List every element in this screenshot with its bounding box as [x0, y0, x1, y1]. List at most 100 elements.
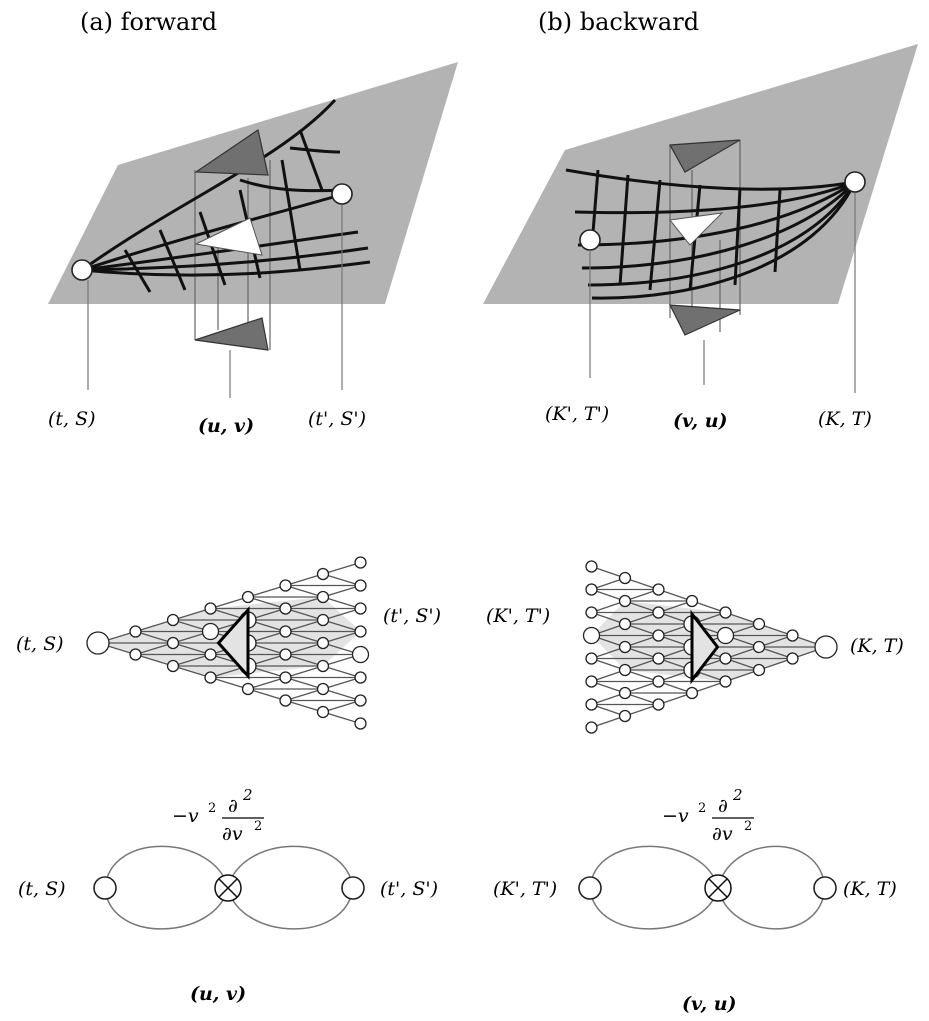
backward-vertex-icon [704, 874, 732, 902]
lattice-edge [322, 619, 361, 633]
backward-lattice: (K', T') (K, T) [486, 560, 904, 734]
backward-lattice-nodes [582, 560, 838, 734]
lattice-edge [135, 653, 174, 667]
lattice-node [719, 675, 732, 688]
lattice-edge [322, 607, 361, 621]
backward-end-node [844, 171, 866, 193]
backward-leader-lines [589, 193, 856, 393]
lattice-edge [285, 688, 324, 702]
forward-lattice-label-start: (t, S) [16, 633, 64, 655]
lattice-edge [285, 619, 324, 633]
backward-lattice-label-start: (K', T') [486, 605, 550, 627]
lattice-node [129, 625, 142, 638]
forward-operator-coef-exp: 2 [208, 801, 216, 816]
lattice-edge [247, 676, 286, 690]
forward-loop-label-end: (t', S') [380, 878, 438, 900]
lattice-node [585, 721, 598, 734]
forward-loop-end-node [341, 876, 365, 900]
lattice-node [316, 682, 330, 696]
lattice-node [618, 594, 632, 608]
lattice-node [279, 579, 292, 592]
lattice-node [719, 652, 732, 665]
lattice-node [585, 606, 598, 619]
forward-label-mid: (u, v) [198, 415, 254, 437]
forward-loop-start-node [93, 876, 117, 900]
backward-loop-label-end: (K, T) [843, 878, 897, 900]
backward-top-triangle [669, 139, 741, 173]
lattice-node [166, 659, 180, 673]
lattice-edge [322, 688, 361, 702]
lattice-node [279, 694, 292, 707]
forward-vertex-icon [214, 874, 242, 902]
forward-end-node [331, 183, 353, 205]
lattice-node [585, 583, 598, 596]
lattice-node [752, 617, 766, 631]
lattice-node [618, 663, 632, 677]
forward-label-end: (t', S') [308, 408, 366, 430]
lattice-node [618, 686, 632, 700]
lattice-node [316, 567, 330, 581]
lattice-node [204, 648, 217, 661]
backward-left-loop [589, 845, 719, 930]
lattice-node [279, 648, 292, 661]
lattice-node [166, 613, 180, 627]
lattice-node [354, 556, 367, 569]
lattice-node [354, 694, 367, 707]
backward-loop-start-node [578, 876, 602, 900]
lattice-edge [322, 699, 361, 713]
lattice-node [354, 671, 367, 684]
forward-right-loop [227, 845, 354, 930]
lattice-node [618, 571, 632, 585]
lattice-edge [285, 676, 324, 690]
lattice-node [351, 645, 370, 664]
forward-lattice-label-end: (t', S') [383, 605, 441, 627]
lattice-edge [285, 665, 324, 679]
forward-leader-lines [87, 205, 343, 398]
lattice-edge [172, 653, 211, 667]
backward-loop-end-node [813, 876, 837, 900]
backward-stencil-triangle [690, 609, 720, 685]
lattice-edge [285, 699, 324, 713]
backward-operator-den-exp: 2 [744, 819, 752, 834]
lattice-node [652, 675, 665, 688]
lattice-node [201, 622, 220, 641]
forward-stencil-triangle [216, 606, 250, 680]
lattice-node [652, 606, 665, 619]
lattice-node [582, 626, 601, 645]
lattice-edge [210, 676, 249, 690]
backward-operator-den: ∂v [712, 823, 733, 845]
lattice-node [204, 671, 217, 684]
lattice-node [719, 606, 732, 619]
lattice-edge [322, 630, 361, 644]
forward-left-loop [104, 845, 229, 930]
lattice-edge [322, 596, 361, 610]
lattice-node [585, 652, 598, 665]
backward-start-node [579, 229, 601, 251]
lattice-edge [322, 584, 361, 598]
forward-bottom-triangle [194, 317, 269, 351]
backward-white-triangle [669, 212, 724, 246]
lattice-node [279, 625, 292, 638]
lattice-node [241, 590, 255, 604]
forward-white-triangle [194, 217, 263, 256]
forward-lattice: (t, S) (t', S') [16, 556, 441, 730]
forward-operator: −v 2 ∂ 2 ∂v 2 [172, 786, 264, 845]
backward-label-start: (K', T') [545, 403, 609, 425]
backward-loop-label-start: (K', T') [493, 878, 557, 900]
forward-label-start: (t, S) [48, 408, 96, 430]
lattice-edge [285, 642, 324, 656]
lattice-edge [172, 607, 211, 621]
lattice-node [279, 602, 292, 615]
lattice-node [129, 648, 142, 661]
backward-right-loop [717, 845, 826, 930]
lattice-node [316, 705, 330, 719]
lattice-edge [285, 630, 324, 644]
lattice-node [685, 686, 699, 700]
lattice-node [652, 583, 665, 596]
lattice-edge [247, 688, 286, 702]
lattice-edge [172, 665, 211, 679]
lattice-node [354, 602, 367, 615]
backward-loop-diagram: −v 2 ∂ 2 ∂v 2 (K', T') (K, T) (v, u) [493, 786, 897, 1015]
backward-lattice-label-end: (K, T) [850, 635, 904, 657]
backward-label-mid: (v, u) [673, 410, 728, 432]
